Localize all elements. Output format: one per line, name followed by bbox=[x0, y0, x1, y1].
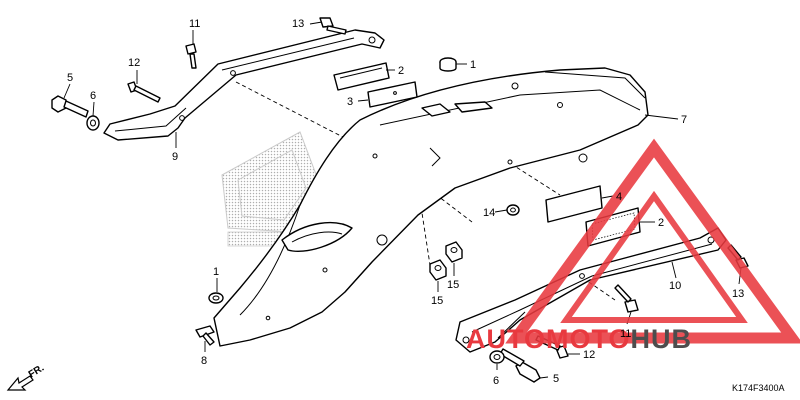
callout-1-left: 1 bbox=[213, 266, 219, 278]
rubber-grommet-top bbox=[439, 57, 457, 72]
automotohub-watermark-logo bbox=[505, 138, 800, 344]
callout-10: 10 bbox=[669, 280, 681, 292]
callout-3: 3 bbox=[347, 96, 353, 108]
rear-fender bbox=[213, 67, 649, 347]
bolt-12-left bbox=[127, 81, 161, 103]
callout-labels: 11 13 12 5 6 9 2 3 1 7 4 2 14 1 8 15 15 … bbox=[67, 18, 744, 387]
callout-2-top: 2 bbox=[398, 65, 404, 77]
callout-12-bottom: 12 bbox=[583, 349, 595, 361]
callout-6-bottom: 6 bbox=[493, 375, 499, 387]
callout-7: 7 bbox=[681, 114, 687, 126]
bolt-13-top bbox=[319, 17, 347, 35]
callout-11-bottom: 11 bbox=[620, 328, 631, 340]
reflector-plate-top bbox=[367, 81, 418, 108]
trim-clip bbox=[195, 325, 215, 346]
callout-2-right: 2 bbox=[658, 217, 664, 229]
watermark-text-auto: AUTOMOTOHUB bbox=[466, 324, 692, 354]
callout-9: 9 bbox=[172, 151, 178, 163]
callout-13-right: 13 bbox=[732, 288, 744, 300]
callout-5-bottom: 5 bbox=[553, 373, 559, 385]
cushion-15-right bbox=[445, 241, 463, 263]
bolt-11-bottom bbox=[614, 284, 639, 313]
rear-grab-rail-right bbox=[455, 227, 727, 353]
nut-14 bbox=[506, 204, 520, 216]
collar-left bbox=[86, 115, 100, 131]
reflector-top bbox=[333, 62, 390, 91]
rear-grab-rail-left bbox=[103, 29, 385, 141]
diagram-code: K174F3400A bbox=[732, 383, 785, 393]
callout-13-top: 13 bbox=[292, 18, 304, 30]
callout-15-right: 15 bbox=[447, 279, 459, 291]
callout-4: 4 bbox=[616, 191, 622, 203]
callout-5-left: 5 bbox=[67, 72, 73, 84]
rubber-grommet-left bbox=[208, 292, 224, 304]
cushion-15-left bbox=[429, 259, 447, 281]
callout-6-left: 6 bbox=[90, 90, 96, 102]
bolt-11-top bbox=[185, 43, 197, 69]
bolt-left bbox=[51, 95, 89, 118]
front-direction-indicator: FR. bbox=[6, 363, 46, 391]
leader-lines bbox=[63, 21, 742, 379]
callout-11-top: 11 bbox=[189, 18, 200, 30]
callout-12-left: 12 bbox=[128, 57, 140, 69]
callout-1-top: 1 bbox=[470, 59, 476, 71]
reflector-plate-right bbox=[545, 185, 603, 223]
callout-8: 8 bbox=[201, 355, 207, 367]
callout-14: 14 bbox=[483, 207, 495, 219]
callout-15-left: 15 bbox=[431, 295, 443, 307]
collar-bottom bbox=[489, 350, 505, 364]
